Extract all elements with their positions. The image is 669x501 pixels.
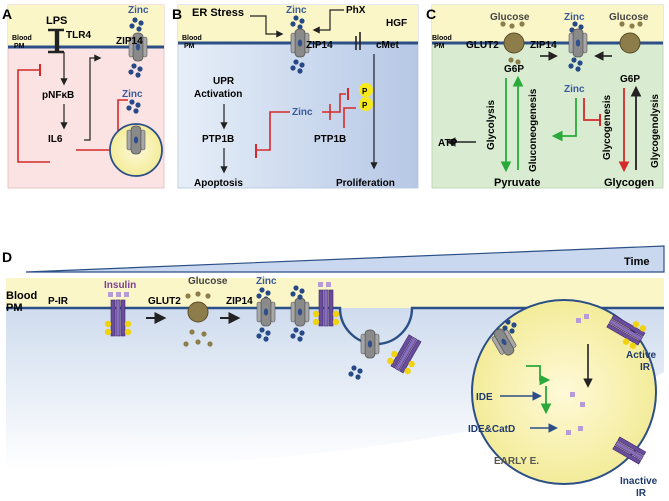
pnfkb-label: pNFκB: [42, 90, 74, 101]
ptp1b-right-label: PTP1B: [314, 134, 346, 145]
phx-label: PhX: [346, 5, 366, 16]
early-endosome: [471, 299, 657, 485]
glycogen-label: Glycogen: [604, 177, 654, 189]
g6p-right-label: G6P: [620, 74, 640, 85]
phospho-label: P: [362, 87, 368, 96]
zip14-endocytosing-icon: [360, 329, 380, 359]
pir-label: P-IR: [48, 296, 69, 307]
panel-b-zinc-label-2: Zinc: [292, 107, 313, 118]
panel-d-glucose-label: Glucose: [188, 276, 228, 287]
ptp1b-left-label: PTP1B: [202, 134, 234, 145]
activation-label: Activation: [194, 89, 242, 100]
zip14-transporter-icon: [568, 28, 588, 58]
ide-label: IDE: [476, 392, 493, 403]
hgf-label: HGF: [386, 18, 407, 29]
apoptosis-label: Apoptosis: [194, 178, 243, 189]
panel-a: A LPS TLR4 Blood PM Zinc ZIP14 pNFκB IL6…: [2, 4, 165, 189]
panel-c-pm-label: PM: [434, 43, 445, 50]
panel-b-blood-label: Blood: [182, 35, 202, 42]
panel-b-zinc-label: Zinc: [286, 5, 307, 16]
atp-label: ATP: [438, 138, 458, 149]
tlr4-receptor-icon: [48, 28, 64, 54]
panel-a-zinc-label: Zinc: [128, 5, 149, 16]
panel-b: B ER Stress Zinc PhX HGF Blood PM ZIP14 …: [172, 4, 419, 189]
er-stress-label: ER Stress: [192, 7, 244, 19]
cmet-label: cMet: [376, 40, 399, 51]
pyruvate-label: Pyruvate: [494, 177, 540, 189]
zinc-activates-ide-arrow: [526, 365, 551, 386]
zip14-transporter-icon: [256, 297, 276, 327]
cmet-receptor-icon: [355, 32, 361, 50]
glycolysis-label: Glycolysis: [486, 100, 497, 150]
panel-b-pm-label: PM: [184, 43, 195, 50]
panel-d: D Time Blood PM P-IR Insulin GLUT2 Gluco…: [2, 245, 665, 499]
panel-d-letter: D: [2, 249, 12, 265]
panel-d-zip14-label: ZIP14: [226, 296, 253, 307]
glucose-transporter-icon: [503, 32, 525, 54]
panel-c-glut2-label: GLUT2: [466, 40, 499, 51]
zinc-to-gluconeogenesis-arrow: [551, 98, 577, 142]
panel-a-letter: A: [2, 6, 12, 22]
panel-c-zinc-label: Zinc: [564, 12, 585, 23]
g6p-left-label: G6P: [504, 64, 524, 75]
il6-vesicle-line: [76, 99, 128, 151]
active-ir-label-2: IR: [640, 362, 651, 373]
tlr4-label: TLR4: [66, 30, 91, 41]
proliferation-label: Proliferation: [336, 178, 395, 189]
panel-a-blood-label: Blood: [12, 35, 32, 42]
phospho-badge: [359, 97, 373, 111]
ptp1b-dephosphorylation-line: [343, 107, 356, 128]
time-wedge: [25, 245, 665, 273]
gluconeogenesis-label: Gluconeogenesis: [528, 88, 539, 172]
glucose-transporter-icon: [619, 32, 641, 54]
early-endosome-label: EARLY E.: [494, 456, 539, 467]
panel-c-zip14-label: ZIP14: [530, 40, 557, 51]
panel-d-zinc-label: Zinc: [256, 276, 277, 287]
zinc-inhibits-nfkb-line: [17, 69, 50, 163]
panel-d-blood-label: Blood: [6, 290, 37, 302]
phx-to-zip14-arrow: [312, 9, 344, 34]
panel-c-letter: C: [426, 6, 436, 22]
il6-label: IL6: [48, 134, 63, 145]
panel-d-glut2-label: GLUT2: [148, 296, 181, 307]
zinc-inhibits-glycogenesis-line: [583, 98, 600, 121]
upr-label: UPR: [213, 76, 235, 87]
inactive-ir-label-2: IR: [636, 488, 647, 499]
panel-b-letter: B: [172, 6, 182, 22]
er-stress-to-zip14-arrow: [250, 15, 284, 38]
zip14-transporter-icon: [290, 297, 310, 327]
panel-c-blood-label: Blood: [432, 35, 452, 42]
panel-a-zinc-label-2: Zinc: [122, 89, 143, 100]
glycogenesis-label: Glycogenesis: [602, 95, 613, 160]
inactive-ir-label-1: Inactive: [620, 476, 658, 487]
glucose-transporter-icon: [187, 301, 209, 323]
glucose-left-label: Glucose: [490, 12, 530, 23]
zip14-transporter-icon: [126, 125, 146, 155]
phospho-label: P: [362, 101, 368, 110]
panel-d-pm-label: PM: [6, 302, 23, 314]
panel-c-zinc-label-2: Zinc: [564, 84, 585, 95]
panel-a-zip14-label: ZIP14: [116, 36, 143, 47]
il6-to-zip14-arrow: [84, 54, 102, 141]
phospho-badge: [359, 83, 373, 97]
zinc-to-ptp1b-line: [256, 111, 290, 151]
inactive-ir-icon: [612, 436, 647, 465]
insulin-label: Insulin: [104, 280, 136, 291]
panel-c: C Glucose Zinc Glucose Blood PM GLUT2 ZI…: [426, 4, 664, 189]
glucose-right-label: Glucose: [609, 12, 649, 23]
zinc-inhibits-ptp1b-line: [322, 93, 346, 120]
ide-catd-label: IDE&CatD: [468, 424, 515, 435]
panel-b-zip14-label: ZIP14: [306, 40, 333, 51]
panel-a-pm-label: PM: [14, 43, 25, 50]
active-ir-label-1: Active: [626, 350, 656, 361]
glycogenolysis-label: Glycogenolysis: [650, 94, 661, 168]
time-label: Time: [624, 256, 649, 268]
lps-label: LPS: [46, 15, 67, 27]
